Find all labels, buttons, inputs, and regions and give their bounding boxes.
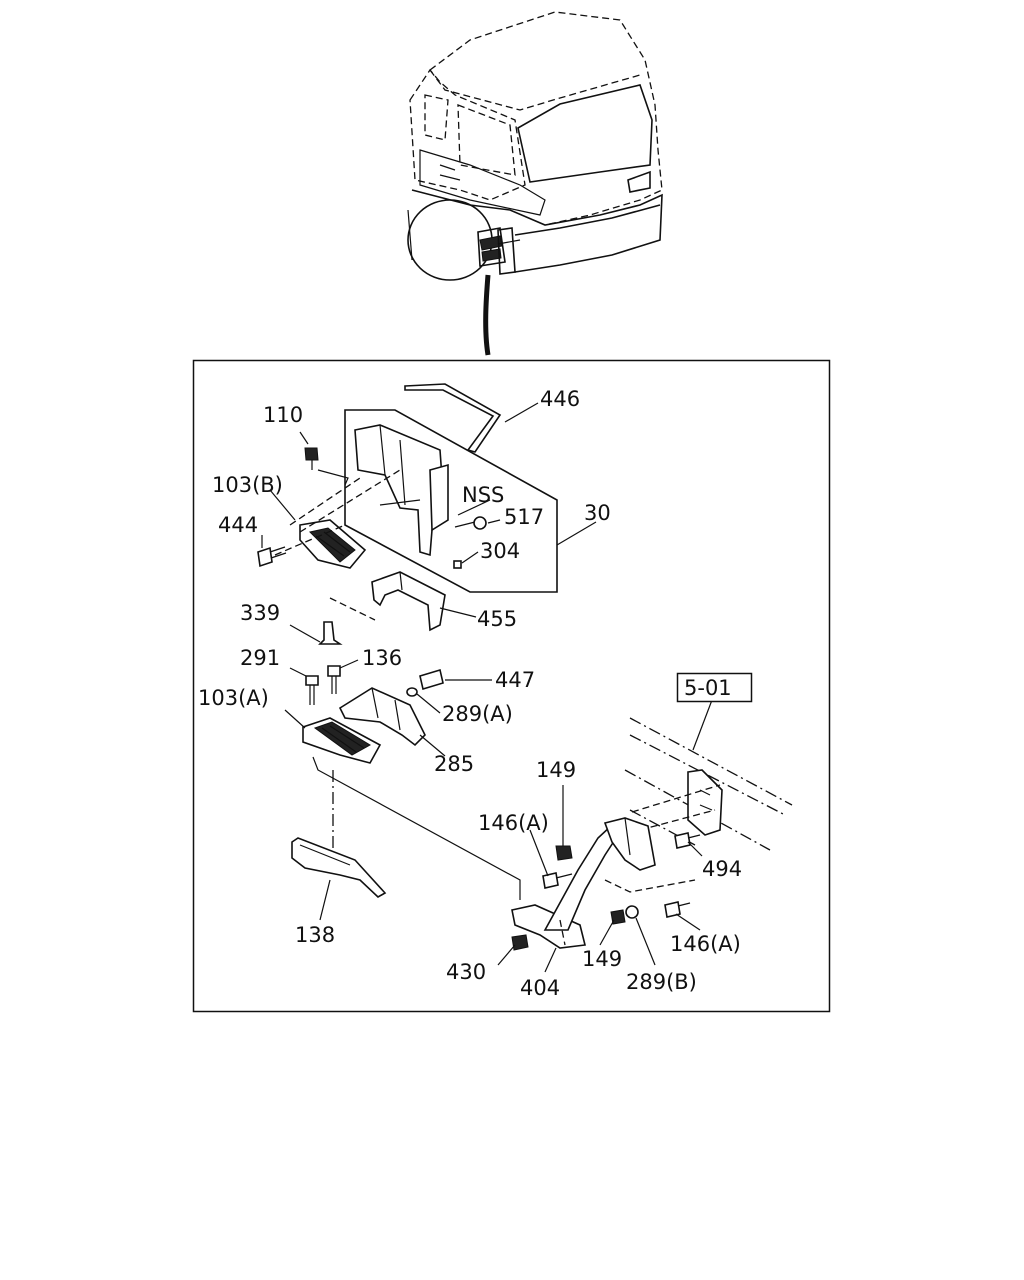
- label-nss: NSS: [462, 483, 504, 507]
- label-110: 110: [263, 403, 303, 427]
- label-430: 430: [446, 960, 486, 984]
- lower-step-assembly: [291, 621, 521, 900]
- label-494: 494: [702, 857, 742, 881]
- detail-frame: [192, 359, 831, 1013]
- label-404: 404: [520, 976, 560, 1000]
- part-labels: 446 110 103(B) NSS 517 30 444 304 339 45…: [198, 387, 742, 1000]
- label-455: 455: [477, 607, 517, 631]
- label-291: 291: [240, 646, 280, 670]
- label-146a-right: 146(A): [670, 932, 741, 956]
- label-146a-left: 146(A): [478, 811, 549, 835]
- label-103b: 103(B): [212, 473, 283, 497]
- label-ref-5-01: 5-01: [684, 676, 732, 700]
- label-149-bottom: 149: [582, 947, 622, 971]
- label-103a: 103(A): [198, 686, 269, 710]
- label-149-top: 149: [536, 758, 576, 782]
- label-138: 138: [295, 923, 335, 947]
- label-517: 517: [504, 505, 544, 529]
- leader-lines: [261, 402, 703, 973]
- ref-box: [676, 672, 753, 703]
- truck-cab-illustration: [407, 11, 663, 356]
- label-289a: 289(A): [442, 702, 513, 726]
- upper-step-assembly: [257, 383, 558, 632]
- label-447: 447: [495, 668, 535, 692]
- label-289b: 289(B): [626, 970, 697, 994]
- label-444: 444: [218, 513, 258, 537]
- label-285: 285: [434, 752, 474, 776]
- label-446: 446: [540, 387, 580, 411]
- label-339: 339: [240, 601, 280, 625]
- label-30: 30: [584, 501, 611, 525]
- label-304: 304: [480, 539, 520, 563]
- frame-hanger-assembly: [511, 699, 793, 951]
- label-136: 136: [362, 646, 402, 670]
